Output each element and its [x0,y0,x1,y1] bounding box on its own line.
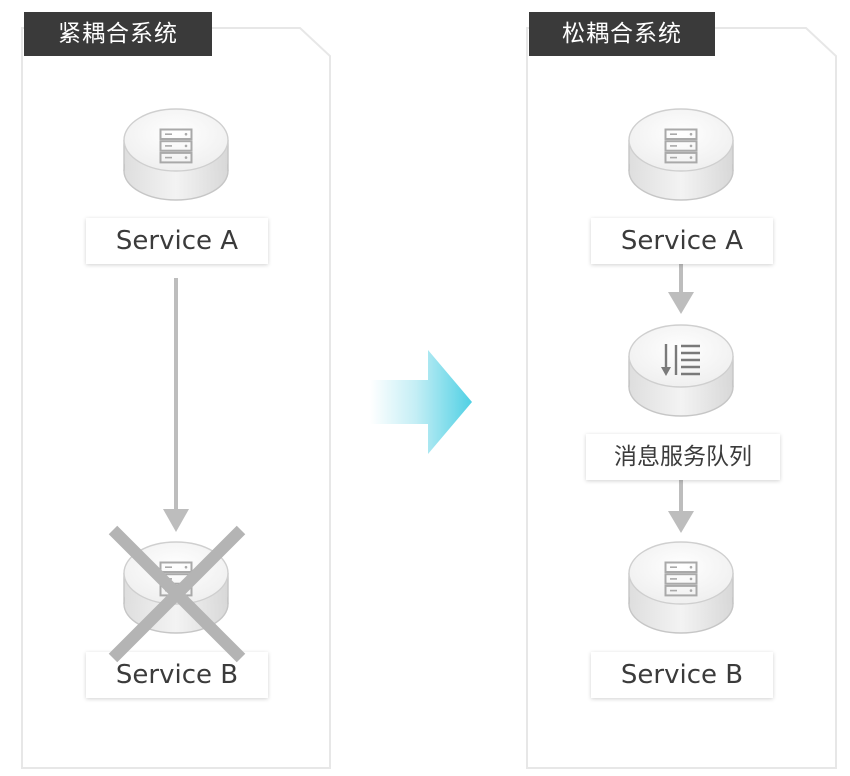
right-queue-node [628,324,734,417]
right-service-b-label: Service B [591,652,773,698]
right-service-a-node [628,108,734,201]
x-mark-icon [108,525,246,663]
left-panel-title: 紧耦合系统 [24,12,212,56]
right-arrow-queue-to-b [668,480,694,533]
right-queue-label: 消息服务队列 [586,434,780,480]
right-service-a-label: Service A [591,218,773,264]
arrow-right-icon [370,350,472,454]
left-service-a-label: Service A [86,218,268,264]
left-arrow [163,278,189,532]
right-panel-title: 松耦合系统 [529,12,715,56]
message-queue-icon [661,344,700,376]
left-service-a-node [123,108,229,201]
right-arrow-a-to-queue [668,264,694,314]
right-service-b-node [628,541,734,634]
